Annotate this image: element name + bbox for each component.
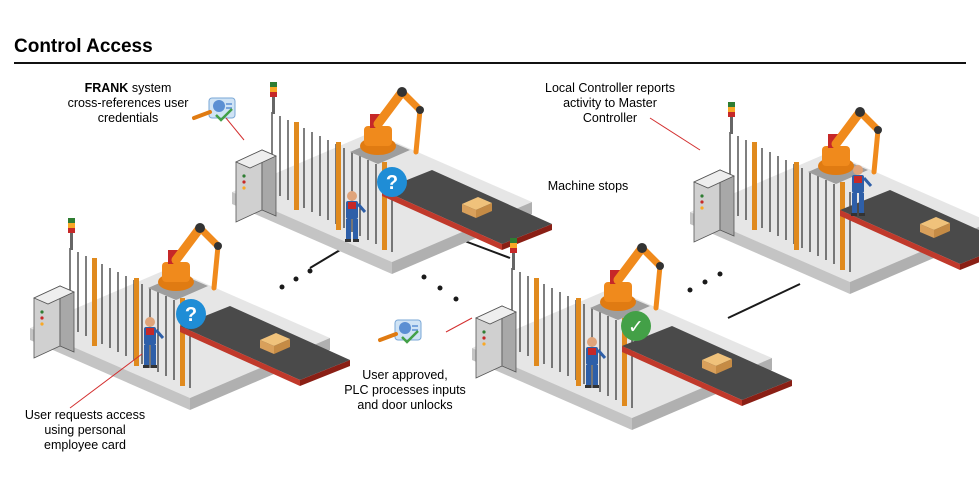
connector-line [461, 239, 511, 259]
check-badge: ✓ [621, 311, 651, 341]
connector-dots [279, 268, 723, 302]
annotation-machine-stops: Machine stops [547, 179, 629, 193]
connector-line [727, 283, 801, 319]
credential-check-icon [192, 96, 237, 122]
connector-line [309, 249, 341, 269]
svg-text:✓: ✓ [628, 316, 644, 338]
annotation-local-controller: Local Controller reports activity to Mas… [545, 81, 675, 125]
credential-check-icon [378, 318, 423, 344]
annotation-user-approved: User approved, PLC processes inputs and … [344, 368, 466, 412]
leader-lines [69, 117, 701, 409]
svg-text:?: ? [386, 172, 398, 194]
annotation-user-request: User requests access using personal empl… [24, 408, 146, 452]
question-badge: ? [377, 167, 407, 197]
title-underline [14, 62, 966, 64]
annotation-frank: FRANK system cross-references user crede… [67, 81, 189, 125]
question-badge: ? [176, 299, 206, 329]
page-title: Control Access [14, 36, 153, 57]
svg-text:?: ? [185, 304, 197, 326]
workcell-machine-stopped [690, 102, 979, 294]
